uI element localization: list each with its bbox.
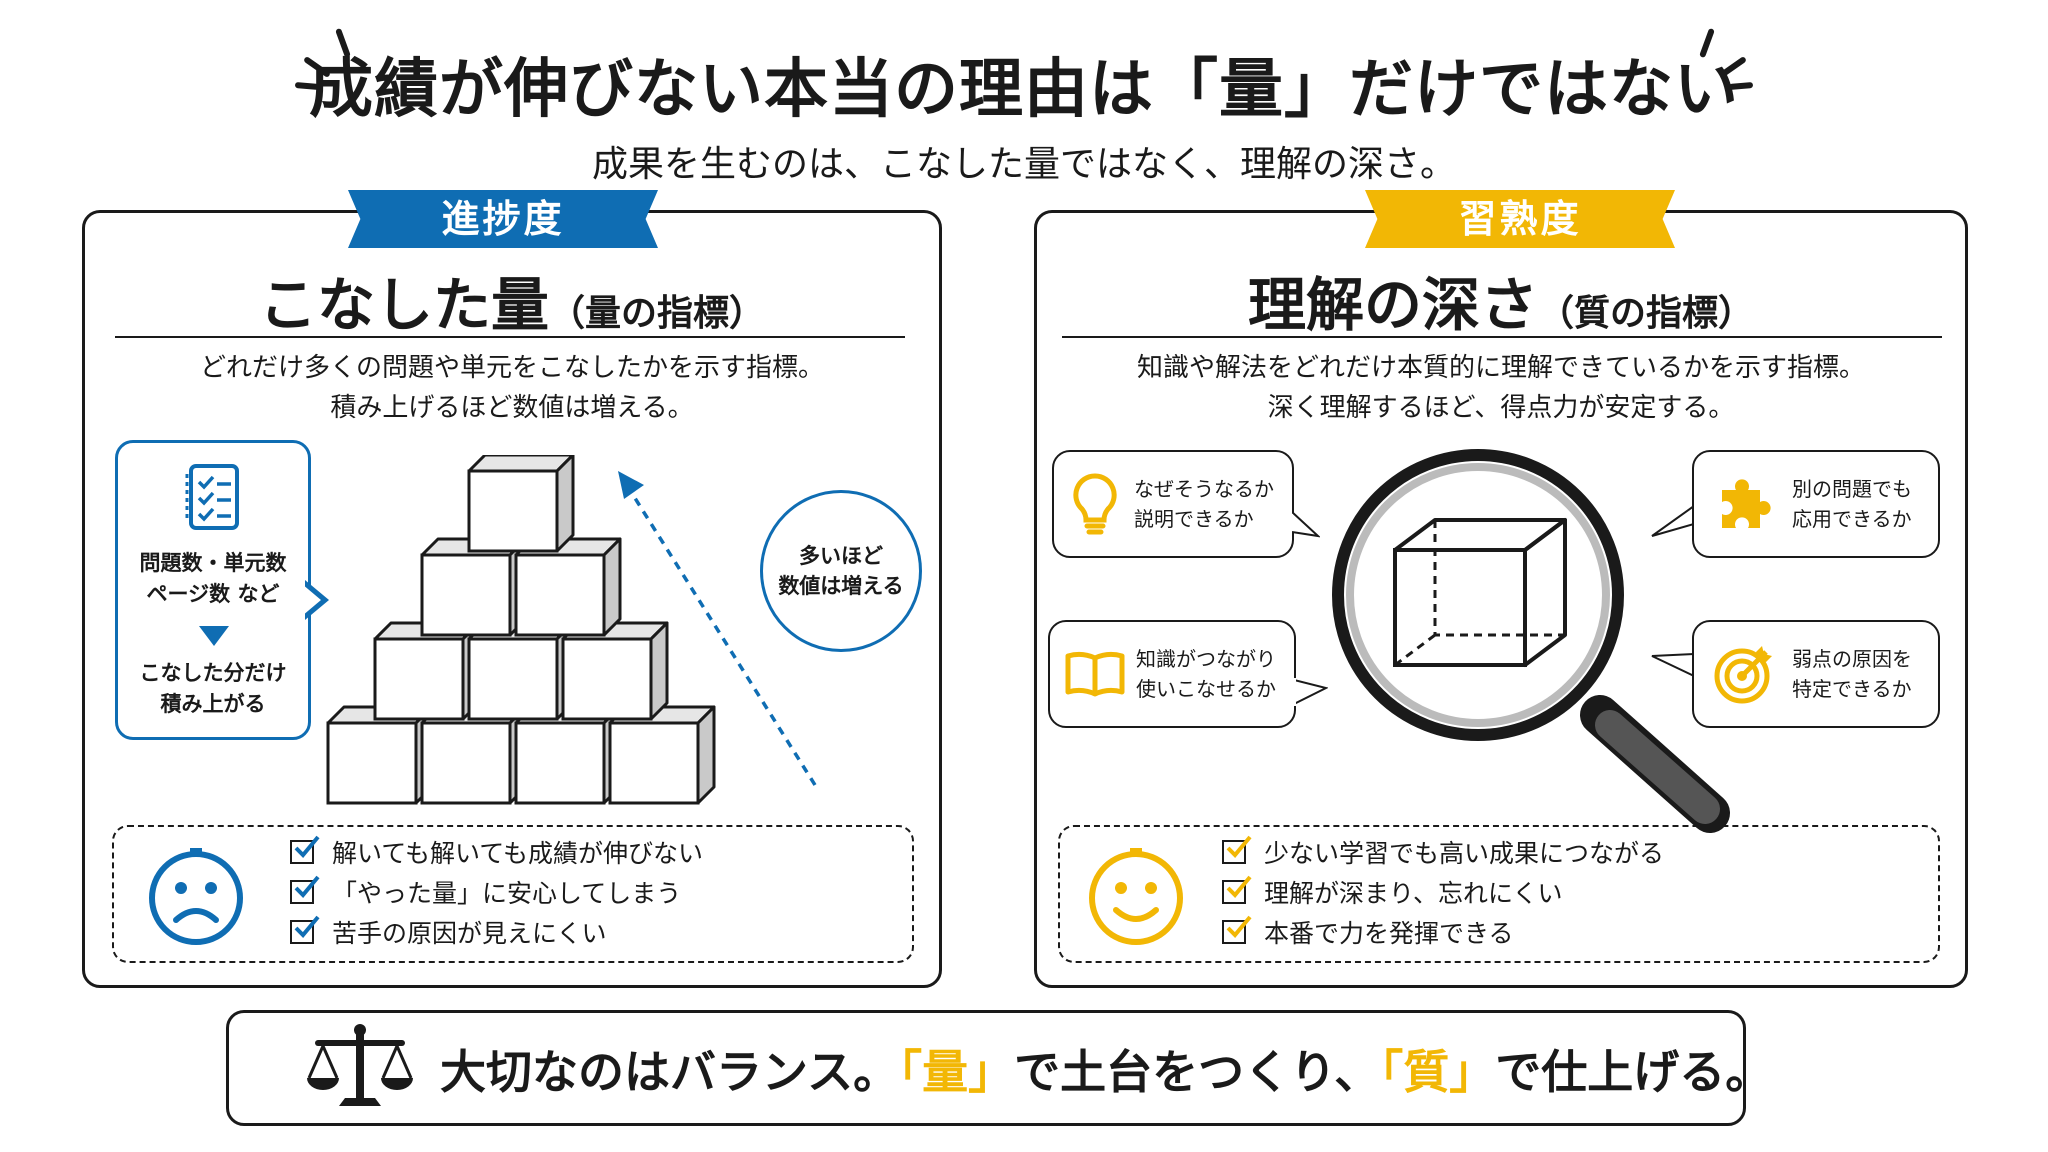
growth-arrow xyxy=(618,471,817,786)
list-item: 解いても解いても成績が伸びない xyxy=(290,834,890,874)
list-item: 少ない学習でも高い成果につながる xyxy=(1222,834,1922,874)
mastery-ribbon: 習熟度 xyxy=(1365,190,1675,248)
bubble-identify: 弱点の原因を特定できるか xyxy=(1651,620,1940,728)
mastery-description: 知識や解法をどれだけ本質的に理解できているかを示す指標。 深く理解するほど、得点… xyxy=(1136,353,1865,423)
checkbox-icon xyxy=(1222,915,1252,944)
checkbox-icon xyxy=(1222,875,1252,904)
progress-title-main: こなした量 xyxy=(258,271,549,339)
list-item: 苦手の原因が見えにくい xyxy=(290,914,890,954)
progress-ribbon: 進捗度 xyxy=(348,190,658,248)
progress-title-sub: （量の指標） xyxy=(549,293,766,334)
checkbox-icon xyxy=(290,875,320,904)
increase-note-circle: 多いほど 数値は増える xyxy=(760,490,922,652)
list-item: 理解が深まり、忘れにくい xyxy=(1222,874,1922,914)
title-burst-left xyxy=(294,27,360,98)
mastery-benefits-list: 少ない学習でも高い成果につながる 理解が深まり、忘れにくい 本番で力を発揮できる xyxy=(1222,834,1922,954)
mastery-benefits-box xyxy=(1058,825,1940,963)
bubble-apply: 別の問題でも応用できるか xyxy=(1651,450,1940,558)
lightbulb-icon xyxy=(1073,473,1117,535)
bubble-explain: なぜそうなるか説明できるか xyxy=(1052,450,1320,558)
list-item: 本番で力を発揮できる xyxy=(1222,914,1922,954)
sad-face-icon xyxy=(149,848,243,945)
list-item: 「やった量」に安心してしまう xyxy=(290,874,890,914)
mastery-divider xyxy=(1062,336,1942,338)
checkbox-icon xyxy=(1222,835,1252,864)
mastery-title-sub: （質の指標） xyxy=(1538,293,1755,334)
checkbox-icon xyxy=(290,915,320,944)
target-icon xyxy=(1714,646,1772,704)
page-subtitle: 成果を生むのは、こなした量ではなく、理解の深さ。 xyxy=(591,144,1456,185)
progress-title: こなした量（量の指標） xyxy=(82,258,942,342)
progress-divider xyxy=(115,336,905,338)
balance-banner xyxy=(226,1010,1746,1126)
progress-issues-list: 解いても解いても成績が伸びない 「やった量」に安心してしまう 苦手の原因が見えに… xyxy=(290,834,890,954)
smiley-face-icon xyxy=(1089,848,1183,945)
puzzle-piece-icon xyxy=(1722,479,1771,528)
magnifier-illustration xyxy=(1332,449,1730,833)
balance-scale-icon xyxy=(307,1024,413,1106)
mastery-title: 理解の深さ（質の指標） xyxy=(1034,258,1968,342)
title-burst-right xyxy=(1690,27,1754,98)
balance-message: 大切なのはバランス。「量」で土台をつくり、「質」で仕上げる。 xyxy=(440,1045,1772,1099)
checkbox-icon xyxy=(290,835,320,864)
open-book-icon xyxy=(1065,651,1125,697)
bubble-connect: 知識がつながり使いこなせるか xyxy=(1048,620,1328,728)
arrow-down-icon xyxy=(199,626,229,646)
progress-description: どれだけ多くの問題や単元をこなしたかを示す指標。 積み上げるほど数値は増える。 xyxy=(199,353,824,423)
mastery-title-main: 理解の深さ xyxy=(1247,271,1538,339)
page-title: 成績が伸びない本当の理由は「量」だけではない xyxy=(309,53,1739,127)
quantity-callout: 問題数・単元数 ページ数 など こなした分だけ 積み上がる xyxy=(115,440,335,740)
progress-issues-box xyxy=(112,825,914,963)
checklist-icon xyxy=(185,464,239,530)
